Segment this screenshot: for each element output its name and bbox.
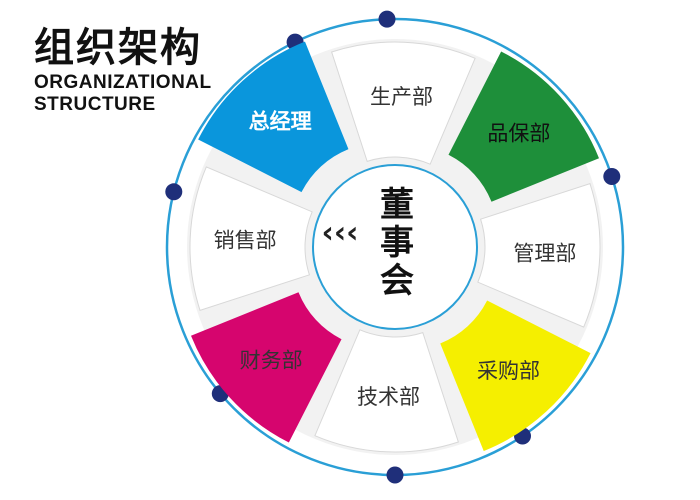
ring-dot — [378, 10, 396, 28]
segment-shape — [198, 41, 349, 193]
center-label-char-1: 董 — [380, 185, 414, 225]
segment-1: 生产部 — [331, 41, 476, 165]
segment-shape — [314, 329, 459, 453]
segment-label: 生产部 — [370, 85, 433, 109]
segment-shape — [448, 51, 600, 202]
segment-2: 品保部 — [448, 51, 600, 202]
ring-dot — [386, 466, 404, 484]
center-label-char-2: 事 — [380, 223, 414, 263]
title-english-line2: STRUCTURE — [34, 94, 156, 115]
segment-label: 销售部 — [214, 229, 277, 253]
segment-shape — [331, 41, 476, 165]
segment-shape — [440, 300, 591, 452]
segment-5: 技术部 — [314, 329, 459, 453]
segment-label: 财务部 — [240, 349, 303, 373]
segment-label: 采购部 — [477, 359, 540, 383]
center-arrows-icon: ‹‹‹ — [321, 216, 358, 251]
segment-7: 销售部 — [189, 166, 313, 311]
segment-4: 采购部 — [440, 300, 591, 452]
ring-dot — [165, 183, 183, 201]
center-label-char-3: 会 — [380, 261, 414, 301]
segment-label: 总经理 — [249, 110, 312, 134]
title-chinese: 组织架构 — [34, 25, 202, 71]
title-english-line1: ORGANIZATIONAL — [34, 72, 212, 93]
segment-label: 品保部 — [487, 122, 550, 146]
segment-3: 管理部 — [477, 183, 601, 328]
segment-shape — [189, 166, 313, 311]
segment-8: 总经理 — [198, 41, 349, 193]
title-block: 组织架构 ORGANIZATIONAL STRUCTURE — [34, 24, 212, 116]
segment-shape — [477, 183, 601, 328]
ring-dots — [165, 10, 621, 484]
ring-dot — [603, 168, 621, 185]
center-hub — [312, 164, 478, 330]
segment-6: 财务部 — [190, 292, 342, 443]
segment-label: 技术部 — [357, 385, 420, 409]
segment-label: 管理部 — [513, 242, 576, 266]
segment-shape — [190, 292, 342, 443]
